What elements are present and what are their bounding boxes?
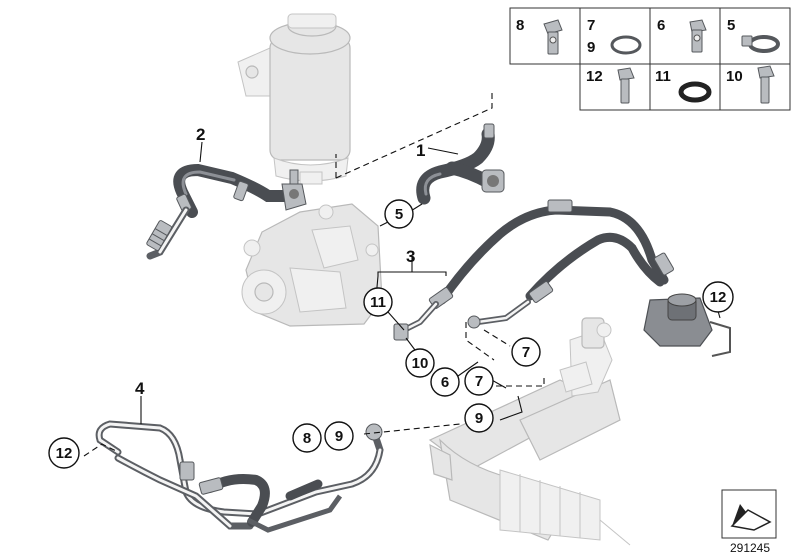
legend-cell-10[interactable]: 10 bbox=[719, 63, 791, 111]
svg-text:7: 7 bbox=[475, 373, 483, 390]
svg-text:8: 8 bbox=[516, 17, 524, 34]
callout-9-right[interactable]: 9 bbox=[464, 403, 494, 433]
svg-text:10: 10 bbox=[412, 355, 429, 372]
callout-11[interactable]: 11 bbox=[363, 287, 393, 317]
callout-9-left[interactable]: 9 bbox=[324, 421, 354, 451]
banjo-bolt-icon bbox=[543, 19, 563, 55]
svg-text:12: 12 bbox=[710, 289, 727, 306]
steering-rack-ghost bbox=[428, 317, 631, 546]
callout-12-right[interactable]: 12 bbox=[702, 281, 734, 313]
legend-cell-5[interactable]: 5 bbox=[719, 7, 791, 65]
hose-clamp-icon bbox=[741, 35, 780, 53]
legend-cell-7-9[interactable]: 7 9 bbox=[579, 7, 651, 65]
hose-part-3 bbox=[393, 199, 731, 357]
callout-7-lower[interactable]: 7 bbox=[464, 366, 494, 396]
legend-cell-6[interactable]: 6 bbox=[649, 7, 721, 65]
svg-text:9: 9 bbox=[475, 410, 483, 427]
callout-12-left[interactable]: 12 bbox=[48, 437, 80, 469]
o-ring-icon bbox=[678, 81, 712, 103]
orientation-arrow-icon bbox=[730, 504, 772, 531]
svg-text:11: 11 bbox=[370, 294, 386, 311]
small-parts-legend: 8 7 9 6 5 bbox=[509, 7, 791, 111]
svg-text:7: 7 bbox=[587, 17, 595, 34]
seal-ring-icon bbox=[610, 35, 642, 55]
orientation-box bbox=[721, 489, 777, 539]
legend-cell-12[interactable]: 12 bbox=[579, 63, 651, 111]
legend-cell-8[interactable]: 8 bbox=[509, 7, 581, 65]
pump-ghost bbox=[241, 203, 383, 327]
part-label-2: 2 bbox=[196, 125, 205, 144]
callout-8[interactable]: 8 bbox=[292, 423, 322, 453]
svg-text:8: 8 bbox=[303, 430, 311, 447]
svg-text:6: 6 bbox=[441, 374, 449, 391]
part-label-1: 1 bbox=[416, 141, 425, 160]
svg-text:12: 12 bbox=[56, 445, 73, 462]
part-labels: 2 1 3 4 bbox=[135, 125, 425, 398]
hollow-bolt-icon bbox=[689, 19, 707, 53]
legend-cell-11[interactable]: 11 bbox=[649, 63, 721, 111]
svg-text:9: 9 bbox=[335, 428, 343, 445]
svg-text:10: 10 bbox=[726, 68, 743, 85]
rack-boot bbox=[499, 469, 601, 541]
hose-part-1 bbox=[416, 123, 505, 205]
svg-text:11: 11 bbox=[655, 68, 671, 85]
svg-text:12: 12 bbox=[586, 68, 603, 85]
leader-lines bbox=[83, 92, 721, 457]
svg-text:5: 5 bbox=[727, 17, 735, 34]
svg-text:7: 7 bbox=[522, 344, 530, 361]
reservoir-ghost bbox=[237, 13, 351, 185]
callout-5[interactable]: 5 bbox=[384, 199, 414, 229]
part-label-4: 4 bbox=[135, 379, 145, 398]
callout-6[interactable]: 6 bbox=[430, 367, 460, 397]
svg-text:5: 5 bbox=[395, 206, 403, 223]
hose-part-2 bbox=[146, 163, 307, 260]
svg-text:6: 6 bbox=[657, 17, 665, 34]
callout-7-upper[interactable]: 7 bbox=[511, 337, 541, 367]
svg-text:9: 9 bbox=[587, 39, 595, 56]
pipe-part-4 bbox=[95, 420, 384, 533]
diagram-number: 291245 bbox=[730, 541, 770, 555]
callout-10[interactable]: 10 bbox=[405, 348, 435, 378]
part-label-3: 3 bbox=[406, 247, 415, 266]
hex-bolt-icon bbox=[617, 67, 635, 104]
bolt-icon bbox=[757, 65, 775, 104]
